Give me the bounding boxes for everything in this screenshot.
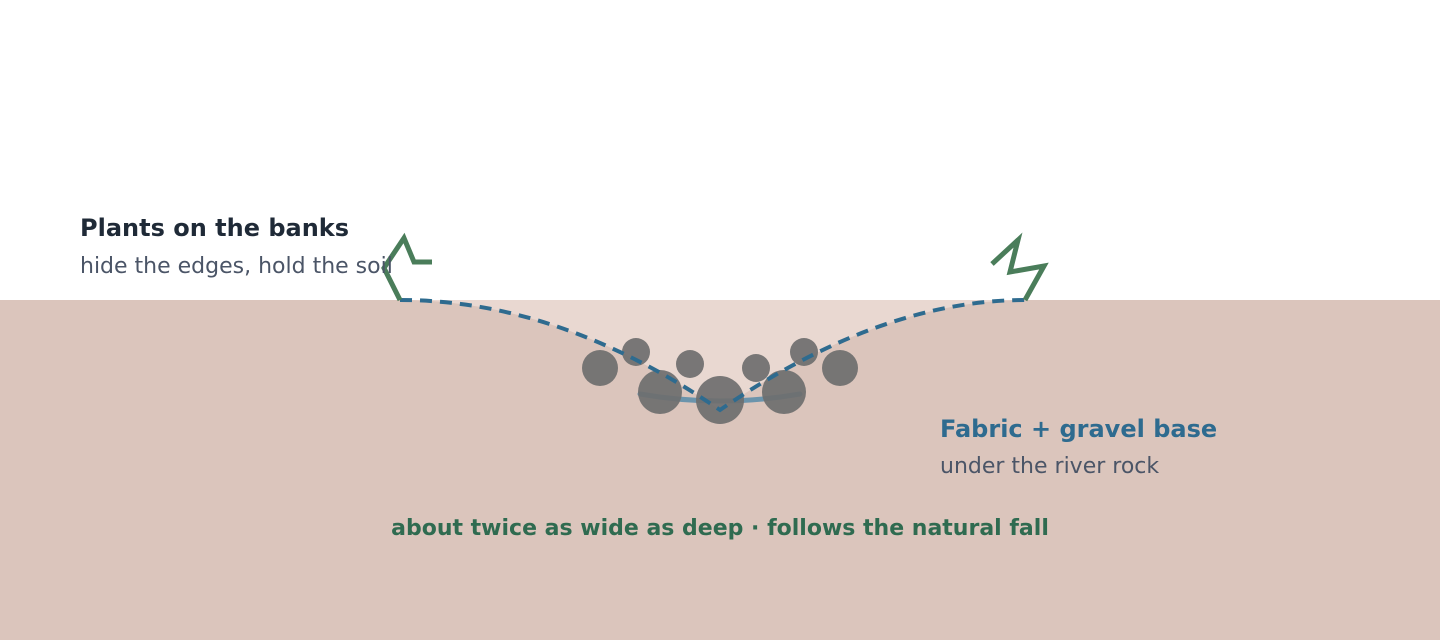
river-rock	[582, 350, 618, 386]
plant-left	[381, 232, 432, 302]
fabric-gravel-liner	[399, 298, 1026, 413]
plants-label-title: Plants on the banks	[80, 214, 350, 242]
plant-right	[990, 232, 1049, 302]
river-rock	[762, 370, 806, 414]
river-rock	[638, 370, 682, 414]
river-rock	[822, 350, 858, 386]
creek-channel	[400, 300, 1025, 410]
plants-label-subtitle: hide the edges, hold the soil	[80, 254, 393, 279]
fabric-label-subtitle: under the river rock	[940, 454, 1160, 479]
river-rocks	[582, 338, 858, 424]
proportion-note: about twice as wide as deep · follows th…	[391, 516, 1049, 541]
river-rock	[696, 376, 744, 424]
river-rock	[676, 350, 704, 378]
river-rock	[742, 354, 770, 382]
fabric-label-title: Fabric + gravel base	[940, 415, 1218, 443]
river-rock	[622, 338, 650, 366]
river-rock	[790, 338, 818, 366]
